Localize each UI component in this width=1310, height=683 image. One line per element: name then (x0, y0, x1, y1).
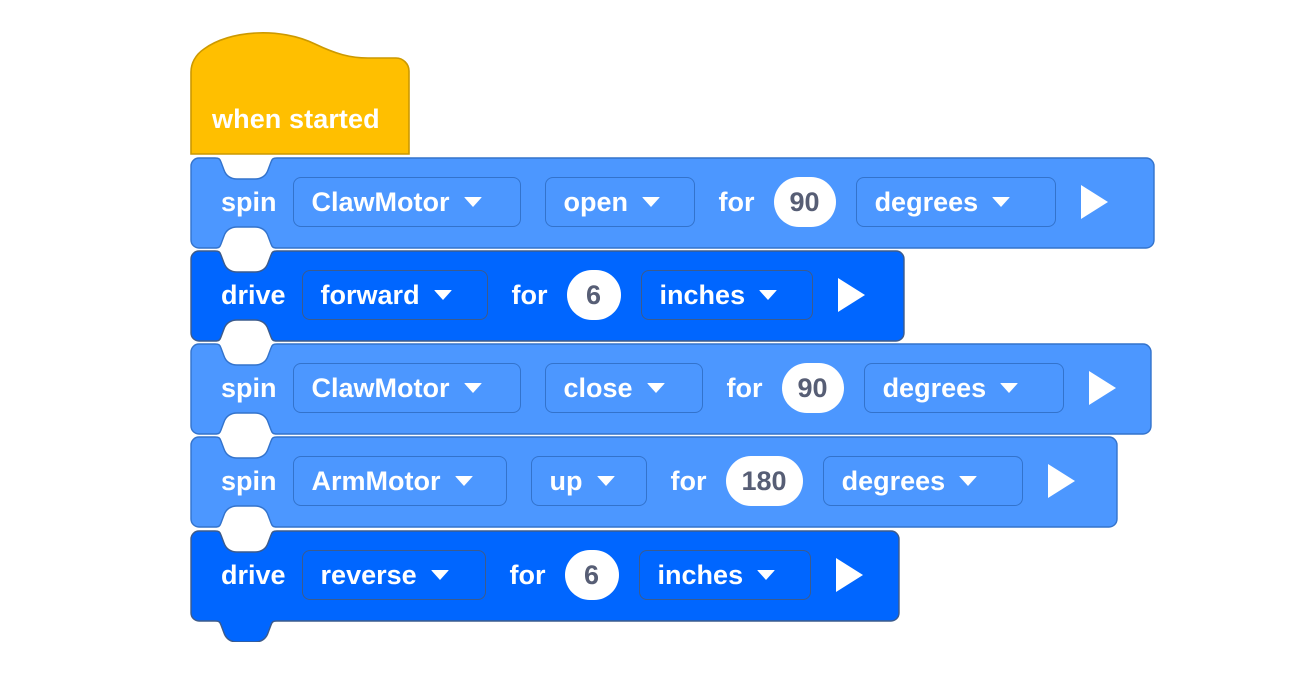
block-spin-armmotor-up[interactable]: spin ArmMotor up for 180 degrees (190, 436, 1118, 528)
chevron-down-icon (642, 197, 661, 207)
unit-dropdown[interactable]: degrees (855, 177, 1056, 227)
motor-dropdown[interactable]: ClawMotor (292, 177, 521, 227)
unit-dropdown-value: inches (659, 279, 746, 310)
for-label: for (511, 279, 548, 310)
block-drive-reverse[interactable]: drive reverse for 6 inches (190, 530, 900, 642)
direction-dropdown[interactable]: forward (301, 270, 488, 320)
motor-dropdown[interactable]: ArmMotor (292, 456, 507, 506)
unit-dropdown[interactable]: inches (638, 550, 811, 600)
hat-block-label: when started (212, 104, 380, 134)
block-drive-forward[interactable]: drive forward for 6 inches (190, 250, 905, 342)
direction-dropdown-value: open (563, 186, 629, 217)
unit-dropdown[interactable]: degrees (863, 363, 1064, 413)
play-icon[interactable] (837, 278, 865, 312)
unit-dropdown-value: inches (657, 559, 744, 590)
block-spin-clawmotor-close[interactable]: spin ClawMotor close for 90 degrees (190, 343, 1152, 435)
chevron-down-icon (757, 570, 776, 580)
play-icon[interactable] (1047, 464, 1075, 498)
chevron-down-icon (454, 476, 473, 486)
play-icon[interactable] (835, 558, 863, 592)
direction-dropdown-value: up (549, 465, 583, 496)
for-label: for (509, 559, 546, 590)
direction-dropdown[interactable]: open (544, 177, 695, 227)
unit-dropdown[interactable]: inches (640, 270, 813, 320)
unit-dropdown-value: degrees (874, 186, 979, 217)
block-verb-label: drive (221, 559, 286, 590)
amount-input[interactable]: 90 (781, 363, 844, 413)
amount-input[interactable]: 180 (725, 456, 803, 506)
for-label: for (670, 465, 707, 496)
block-verb-label: drive (221, 279, 286, 310)
amount-input[interactable]: 6 (564, 550, 619, 600)
chevron-down-icon (759, 290, 778, 300)
direction-dropdown[interactable]: reverse (301, 550, 486, 600)
block-verb-label: spin (221, 186, 277, 217)
chevron-down-icon (433, 290, 452, 300)
chevron-down-icon (646, 383, 665, 393)
chevron-down-icon (596, 476, 615, 486)
motor-dropdown-value: ArmMotor (311, 465, 441, 496)
motor-dropdown[interactable]: ClawMotor (292, 363, 521, 413)
chevron-down-icon (992, 197, 1011, 207)
chevron-down-icon (463, 197, 482, 207)
block-verb-label: spin (221, 465, 277, 496)
motor-dropdown-value: ClawMotor (311, 186, 450, 217)
amount-input[interactable]: 6 (566, 270, 621, 320)
block-content-row: spin ClawMotor open for 90 degrees (190, 157, 1122, 247)
unit-dropdown-value: degrees (841, 465, 946, 496)
play-icon[interactable] (1080, 185, 1108, 219)
unit-dropdown[interactable]: degrees (822, 456, 1023, 506)
chevron-down-icon (1000, 383, 1019, 393)
amount-input[interactable]: 90 (773, 177, 836, 227)
play-icon[interactable] (1088, 371, 1116, 405)
direction-dropdown-value: close (563, 372, 633, 403)
unit-dropdown-value: degrees (882, 372, 987, 403)
direction-dropdown-value: reverse (320, 559, 417, 590)
block-content-row: spin ClawMotor close for 90 degrees (190, 343, 1130, 433)
block-content-row: spin ArmMotor up for 180 degrees (190, 436, 1089, 526)
motor-dropdown-value: ClawMotor (311, 372, 450, 403)
block-verb-label: spin (221, 372, 277, 403)
chevron-down-icon (463, 383, 482, 393)
chevron-down-icon (959, 476, 978, 486)
direction-dropdown[interactable]: close (544, 363, 703, 413)
chevron-down-icon (430, 570, 449, 580)
for-label: for (726, 372, 763, 403)
hat-block-shape (190, 32, 410, 155)
direction-dropdown-value: forward (320, 279, 420, 310)
direction-dropdown[interactable]: up (530, 456, 647, 506)
block-content-row: drive reverse for 6 inches (190, 530, 877, 620)
for-label: for (718, 186, 755, 217)
block-content-row: drive forward for 6 inches (190, 250, 879, 340)
block-spin-clawmotor-open[interactable]: spin ClawMotor open for 90 degrees (190, 157, 1155, 249)
hat-block-when-started[interactable]: when started (190, 32, 410, 157)
